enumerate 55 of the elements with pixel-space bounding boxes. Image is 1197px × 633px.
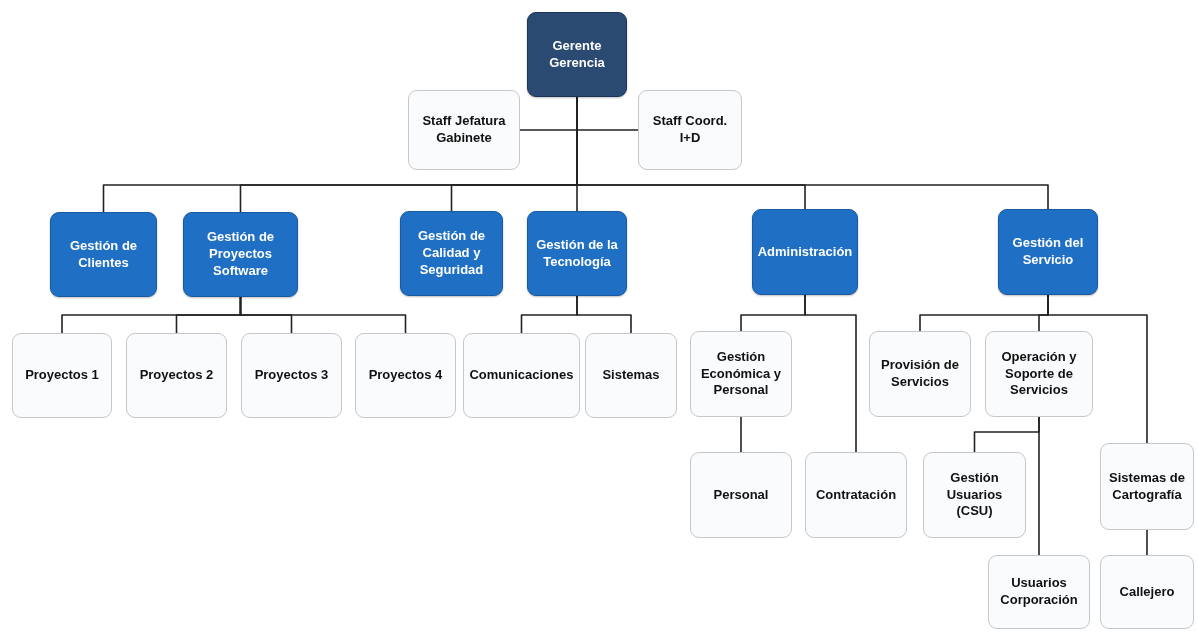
unit-name: Gestión de Calidad y Seguridad (416, 228, 487, 279)
org-unit-box (988, 555, 1090, 629)
unit-name: Sistemas de Cartografía (1108, 469, 1186, 504)
department-box (527, 12, 627, 97)
connector-line (239, 296, 407, 334)
unit-name: Gestión de Clientes (68, 237, 139, 272)
org-unit-box (1100, 443, 1194, 530)
unit-name: Administración (757, 243, 853, 261)
unit-name: Sistemas (602, 367, 660, 384)
org-unit-box (241, 333, 342, 418)
org-unit-box (805, 452, 907, 538)
org-unit-box (355, 333, 456, 418)
org-unit-box (985, 331, 1093, 417)
unit-name: Gestión Económica y Personal (699, 348, 783, 400)
connector-line (740, 416, 742, 453)
org-unit-box (1100, 555, 1194, 629)
unit-name: Gestión Usuarios (CSU) (945, 469, 1004, 521)
unit-name: Usuarios Corporación (999, 575, 1079, 609)
unit-name: Staff Jefatura Gabinete (421, 113, 507, 147)
department-box (400, 211, 503, 296)
org-unit-box (463, 333, 580, 418)
unit-name: Provisión de Servicios (880, 357, 960, 391)
connector-line (1038, 416, 1040, 556)
connector-line (804, 294, 857, 453)
org-unit-box (408, 90, 520, 170)
org-unit-box (126, 333, 227, 418)
unit-name: Proyectos 4 (368, 367, 443, 384)
unit-name: Operación y Soporte de Servicios (1000, 348, 1078, 400)
department-box (527, 211, 627, 296)
unit-name: Gestión de Proyectos Software (205, 229, 276, 280)
unit-name: Gestión del Servicio (1011, 235, 1085, 269)
unit-name: Staff Coord. I+D (651, 113, 729, 147)
unit-name: Gestión de la Tecnología (535, 236, 619, 271)
unit-name: Gerente Gerencia (548, 37, 606, 72)
unit-name: Proyectos 1 (25, 367, 99, 384)
org-unit-box (638, 90, 742, 170)
org-unit-box (12, 333, 112, 418)
connector-line (1146, 529, 1148, 556)
unit-name: Callejero (1119, 583, 1175, 601)
unit-name: Comunicaciones (469, 367, 574, 384)
unit-name: Personal (713, 486, 769, 504)
connector-line (576, 295, 632, 334)
org-unit-box (690, 452, 792, 538)
unit-name: Proyectos 3 (254, 367, 329, 384)
org-unit-box (869, 331, 971, 417)
department-box (752, 209, 858, 295)
department-box (50, 212, 157, 297)
department-box (183, 212, 298, 297)
connector-line (1047, 294, 1148, 444)
org-unit-box (923, 452, 1026, 538)
unit-name: Contratación (815, 486, 897, 504)
org-unit-box (585, 333, 677, 418)
org-unit-box (690, 331, 792, 417)
unit-name: Proyectos 2 (139, 367, 214, 384)
department-box (998, 209, 1098, 295)
